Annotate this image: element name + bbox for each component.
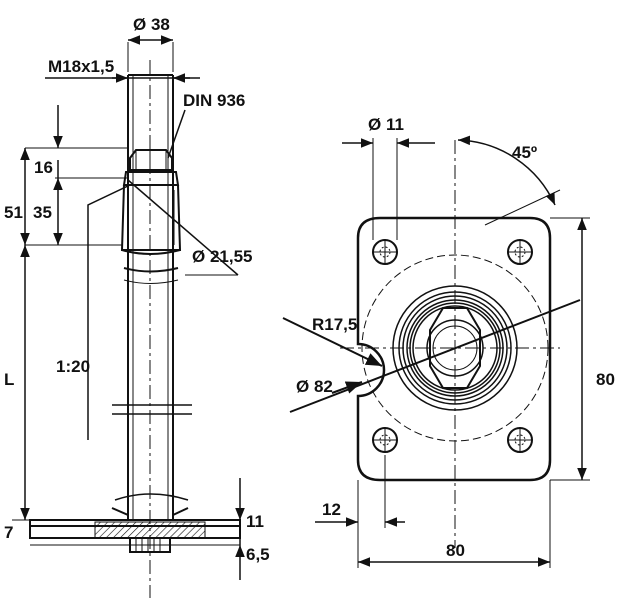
base-plate (356, 216, 552, 482)
label-11: 11 (246, 512, 264, 531)
label-radius: R17,5 (312, 315, 357, 334)
label-din: DIN 936 (183, 91, 245, 110)
label-thread: M18x1,5 (48, 57, 114, 76)
label-65: 6,5 (246, 545, 270, 564)
threaded-stem (127, 74, 174, 520)
label-taper: 1:20 (56, 357, 90, 376)
leader-din (167, 109, 186, 159)
label-width-80: 80 (446, 541, 465, 560)
leader-d82 (289, 299, 581, 413)
label-length: L (4, 370, 14, 389)
dim-angle (457, 135, 561, 226)
break-lines (112, 404, 192, 415)
dim-heights (20, 105, 128, 520)
label-hole: Ø 11 (368, 115, 404, 134)
leader-d2155 (127, 179, 239, 276)
label-d38: Ø 38 (133, 15, 170, 34)
dim-foot (12, 478, 245, 580)
corner-holes (372, 239, 533, 453)
foot-base (29, 493, 241, 553)
dim-d38 (127, 35, 174, 72)
label-51: 51 (4, 203, 23, 222)
leader-radius (282, 317, 383, 367)
center-boss (392, 285, 518, 411)
leader-taper (87, 184, 131, 440)
hex-nut (129, 149, 173, 171)
dim-hole (342, 138, 435, 240)
label-35: 35 (33, 203, 52, 222)
bolt-circle (361, 254, 549, 442)
label-d2155: Ø 21,55 (192, 247, 253, 266)
dim-width-12 (315, 455, 405, 568)
tapered-section (120, 171, 182, 284)
label-width-12: 12 (322, 500, 341, 519)
label-7: 7 (4, 523, 13, 542)
hex-nut-top (429, 307, 481, 389)
dim-height-80 (550, 217, 590, 481)
top-view (282, 135, 590, 568)
label-d82: Ø 82 (296, 377, 333, 396)
label-height-80: 80 (596, 370, 615, 389)
dim-width-80 (358, 480, 551, 568)
label-angle: 45º (512, 143, 537, 162)
label-16: 16 (34, 158, 53, 177)
side-view (12, 35, 245, 598)
